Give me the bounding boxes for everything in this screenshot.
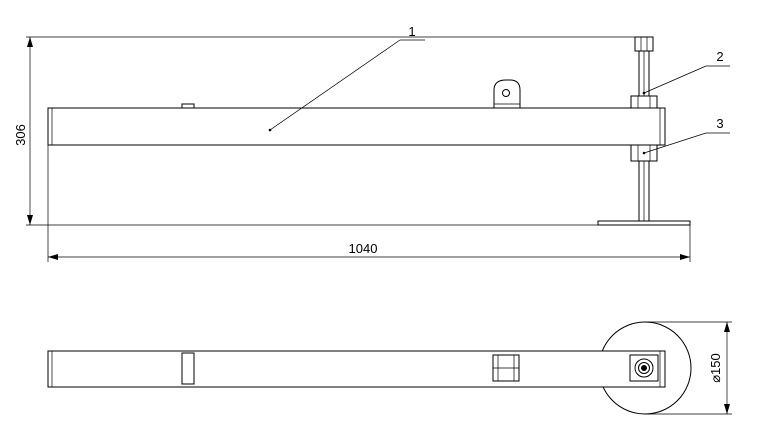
tab-slot-plan xyxy=(181,352,195,385)
callout-3-leader xyxy=(643,132,707,154)
callout-1-label: 1 xyxy=(408,24,415,39)
height-arrow-top xyxy=(27,37,33,47)
main-beam xyxy=(47,107,666,146)
callout-1-leader xyxy=(269,39,401,131)
plan-view: ⌀150 xyxy=(47,321,732,415)
diameter-arrow-bottom xyxy=(724,404,730,414)
beam-plan xyxy=(47,350,666,388)
length-dimension-label: 1040 xyxy=(349,241,378,256)
jack-rod-center xyxy=(641,365,647,371)
callout-2-dot xyxy=(642,91,646,95)
diameter-dimension-label: ⌀150 xyxy=(708,353,723,383)
callout-1-dot xyxy=(268,128,272,132)
length-arrow-right xyxy=(680,254,690,260)
height-dimension-label: 306 xyxy=(13,124,28,146)
callout-3-label: 3 xyxy=(716,116,723,131)
upper-clamp-nut xyxy=(630,95,658,109)
side-view: 306 10 xyxy=(13,24,730,262)
diameter-arrow-top xyxy=(724,322,730,332)
callout-2-label: 2 xyxy=(716,49,723,64)
top-nut xyxy=(634,36,654,52)
small-tab xyxy=(181,103,195,109)
foot-plate xyxy=(597,220,691,226)
length-arrow-left xyxy=(48,254,58,260)
lug-hole xyxy=(502,89,510,97)
callout-3-dot xyxy=(642,151,646,155)
height-arrow-bottom xyxy=(27,215,33,225)
callout-2-leader xyxy=(643,65,707,94)
